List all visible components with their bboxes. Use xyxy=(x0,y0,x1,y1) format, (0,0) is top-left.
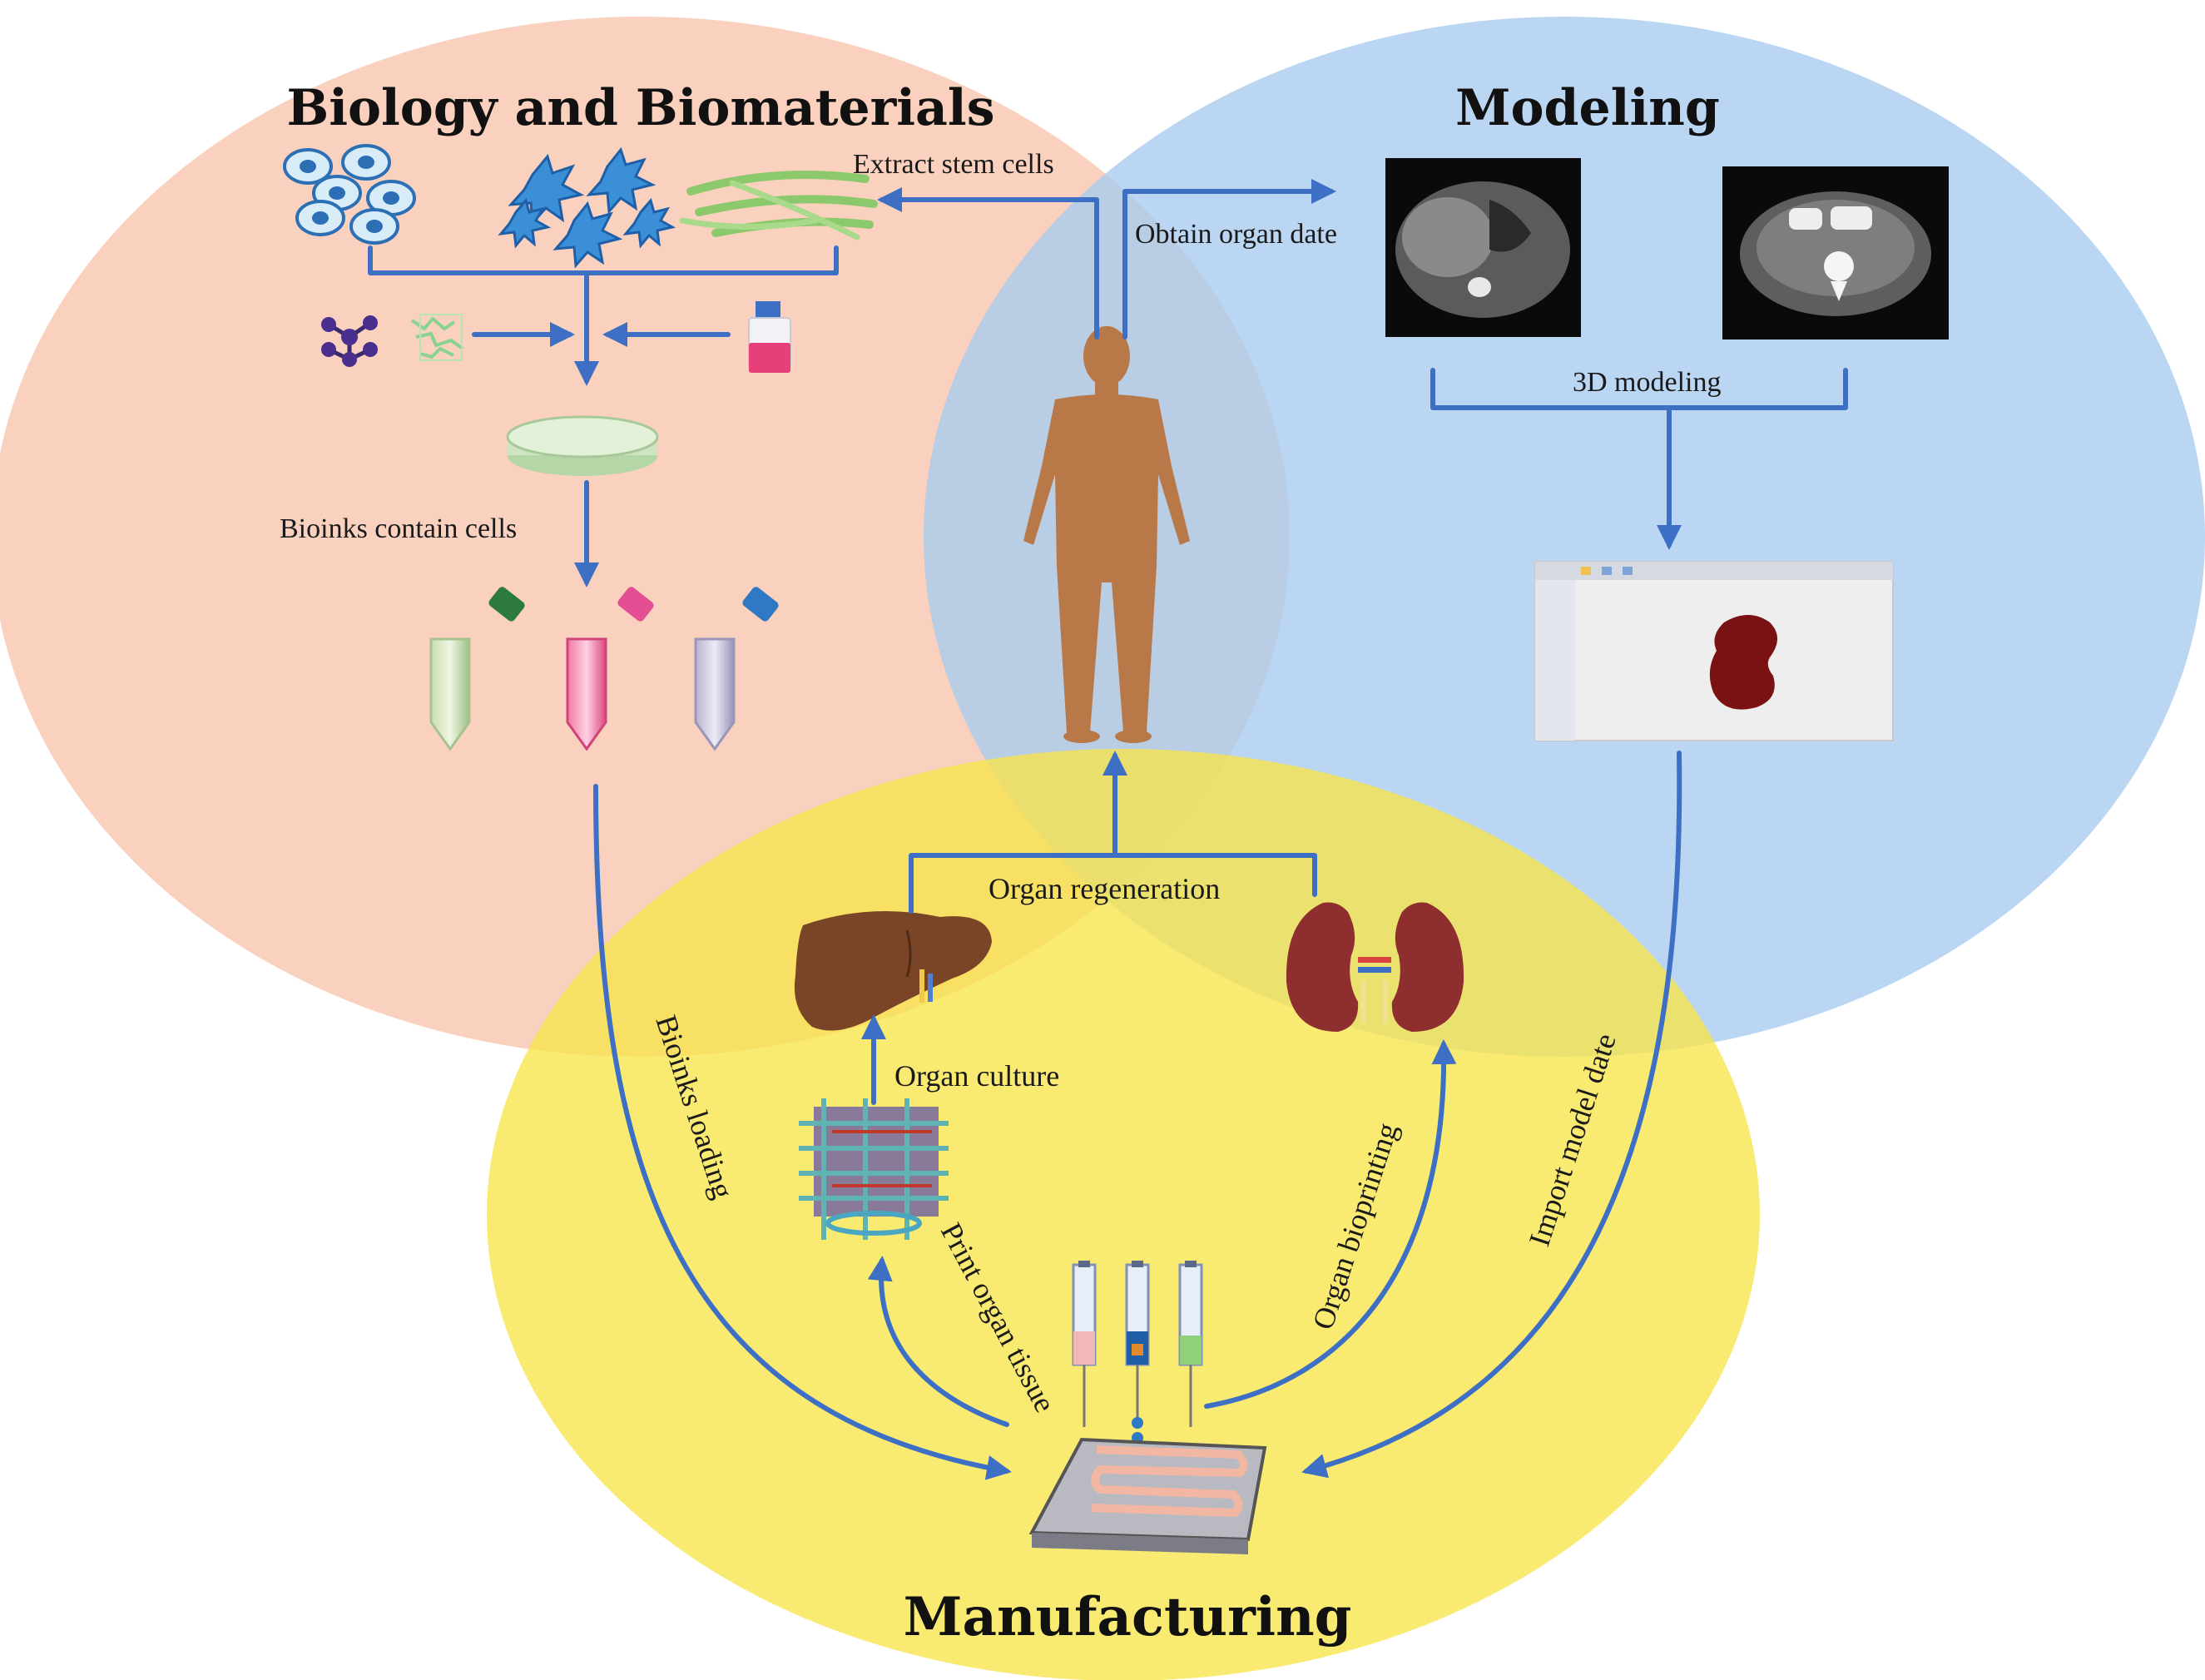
scaffold-icon xyxy=(799,1098,949,1240)
print-organ-arrow xyxy=(867,1256,1009,1427)
molecule-icon xyxy=(321,315,378,367)
kidney-icon xyxy=(1286,902,1464,1032)
polymer-icon xyxy=(410,314,464,361)
ct-scan-icon xyxy=(1722,166,1949,339)
label-bioinks-contain-cells: Bioinks contain cells xyxy=(280,513,517,544)
human-body-icon xyxy=(1023,326,1190,743)
petri-dish-icon xyxy=(506,415,659,476)
organ-regeneration-bracket xyxy=(909,751,1317,914)
label-organ-regeneration: Organ regeneration xyxy=(989,872,1220,905)
human-to-biology-arrow xyxy=(877,187,1099,339)
fiber-cell-icon xyxy=(679,171,878,240)
label-3d-modeling: 3D modeling xyxy=(1573,367,1721,398)
cad-window-icon xyxy=(1534,561,1894,741)
label-organ-culture: Organ culture xyxy=(894,1059,1059,1093)
liver-icon xyxy=(794,910,992,1031)
tube-icon xyxy=(429,587,779,751)
human-to-modeling-arrow xyxy=(1122,179,1336,339)
organ-bioprinting-arrow xyxy=(1204,1039,1457,1409)
import-model-arrow xyxy=(1301,751,1682,1479)
bioinks-loading-arrow xyxy=(593,784,1012,1480)
stem-cell-icon xyxy=(498,146,676,269)
label-obtain-organ-date: Obtain organ date xyxy=(1135,219,1337,250)
cell-cluster-icon xyxy=(283,144,416,245)
modeling-title: Modeling xyxy=(1455,79,1720,137)
label-extract-stem-cells: Extract stem cells xyxy=(853,149,1054,180)
media-bottle-icon xyxy=(748,301,791,373)
modeling-merge-bracket xyxy=(1430,368,1848,550)
ct-scan-icon xyxy=(1385,158,1581,337)
manufacturing-title: Manufacturing xyxy=(904,1586,1352,1648)
biology-merge-bracket xyxy=(368,245,839,587)
biology-title: Biology and Biomaterials xyxy=(286,79,994,137)
bioprinter-icon xyxy=(1028,1261,1267,1554)
